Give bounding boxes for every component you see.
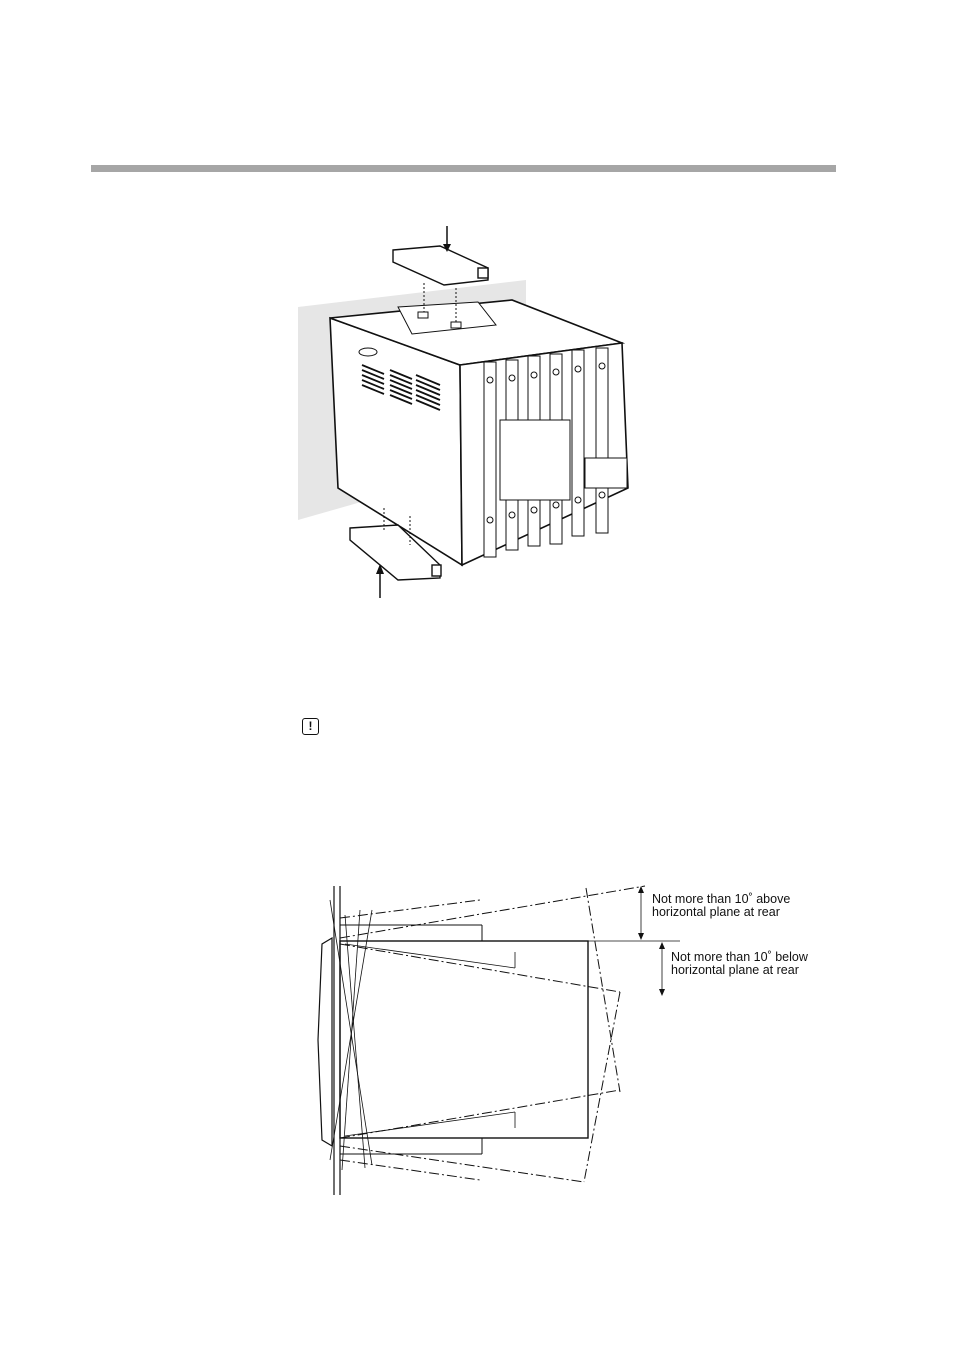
mounting-illustration — [298, 226, 629, 598]
terminal-blocks — [483, 347, 628, 558]
header-rule — [91, 165, 836, 172]
front-bezel — [317, 936, 333, 1148]
above-limit-line2: horizontal plane at rear — [652, 905, 780, 919]
below-limit-label: Not more than 10˚ below horizontal plane… — [671, 951, 808, 977]
mounting-bracket-top — [392, 245, 489, 286]
vent-slots — [361, 364, 441, 411]
mounting-bracket-bottom — [349, 524, 442, 581]
below-limit-line2: horizontal plane at rear — [671, 963, 799, 977]
instrument-horizontal — [339, 940, 589, 1139]
above-limit-line1: Not more than 10˚ above — [652, 892, 791, 906]
below-limit-line1: Not more than 10˚ below — [671, 950, 808, 964]
caution-icon: ! — [302, 718, 319, 735]
above-limit-label: Not more than 10˚ above horizontal plane… — [652, 893, 790, 919]
